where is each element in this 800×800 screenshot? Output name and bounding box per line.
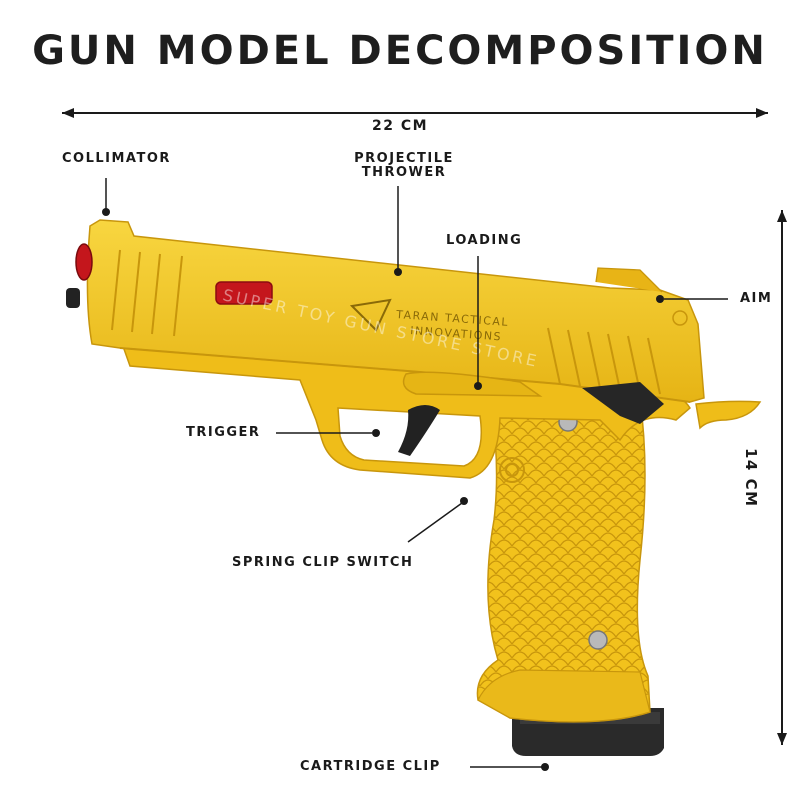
hammer	[695, 400, 762, 430]
width-dimension-label: 22 CM	[372, 118, 429, 134]
width-dimension-arrow	[62, 108, 768, 118]
label-projectile-line2: THROWER	[361, 165, 447, 180]
label-loading: LOADING	[446, 233, 523, 248]
label-aim: AIM	[740, 291, 773, 306]
label-collimator: COLLIMATOR	[62, 151, 171, 166]
label-projectile-thrower: PROJECTILE THROWER	[344, 152, 464, 180]
engraving-line2: INNOVATIONS	[410, 324, 503, 343]
barrel-tip	[75, 243, 93, 281]
slide	[86, 219, 705, 403]
label-cartridge-clip: CARTRIDGE CLIP	[300, 759, 441, 774]
grip	[476, 399, 651, 723]
height-dimension-label: 14 CM	[742, 448, 760, 508]
page-title: GUN MODEL DECOMPOSITION	[32, 28, 768, 74]
height-dimension-arrow	[777, 210, 787, 745]
recoil-rod-tip	[66, 288, 80, 308]
trigger-piece	[398, 405, 440, 456]
slide-lever	[402, 371, 543, 397]
label-trigger: TRIGGER	[186, 425, 261, 440]
leader-lines	[102, 178, 728, 771]
label-spring-clip-switch: SPRING CLIP SWITCH	[232, 555, 414, 570]
safety-lever	[582, 382, 664, 424]
label-projectile-line1: PROJECTILE	[354, 151, 454, 166]
